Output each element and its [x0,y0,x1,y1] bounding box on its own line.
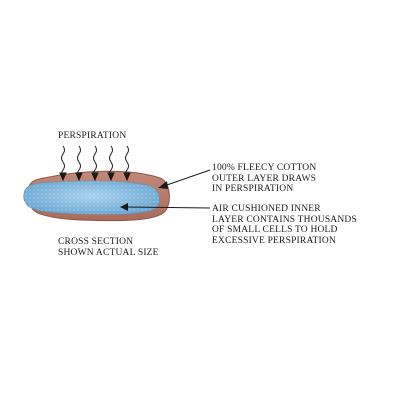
perspiration-arrow-5 [123,145,131,182]
perspiration-arrow-3 [91,145,99,182]
perspiration-text: PERSPIRATION [58,131,127,141]
cross-section-caption: CROSS SECTION SHOWN ACTUAL SIZE [58,237,159,258]
inner-layer-line: AIR CUSHIONED INNER [212,204,321,214]
inner-layer-label: AIR CUSHIONED INNER LAYER CONTAINS THOUS… [212,204,357,246]
inner-layer-line: EXCESSIVE PERSPIRATION [212,235,336,246]
outer-layer-line: 100% FLEECY COTTON [212,163,317,173]
cross-section-line: CROSS SECTION [58,237,134,247]
inner-layer-leader-arrow [120,203,211,211]
perspiration-label: PERSPIRATION [58,131,126,142]
inner-layer-line: OF SMALL CELLS TO HOLD [212,225,338,235]
perspiration-arrow-1 [59,145,67,182]
cross-section-line: SHOWN ACTUAL SIZE [58,247,159,258]
inner-air-cushion-layer [23,180,160,215]
outer-layer-leader-arrow [158,169,211,189]
outer-layer-line: IN PERSPIRATION [212,184,294,194]
outer-layer-line: OUTER LAYER DRAWS [212,173,317,184]
outer-layer-label: 100% FLEECY COTTON OUTER LAYER DRAWS IN … [212,163,316,195]
perspiration-arrow-4 [107,145,115,182]
perspiration-arrow-2 [75,145,83,182]
perspiration-arrows [59,145,131,182]
inner-layer-line: LAYER CONTAINS THOUSANDS [212,214,357,225]
